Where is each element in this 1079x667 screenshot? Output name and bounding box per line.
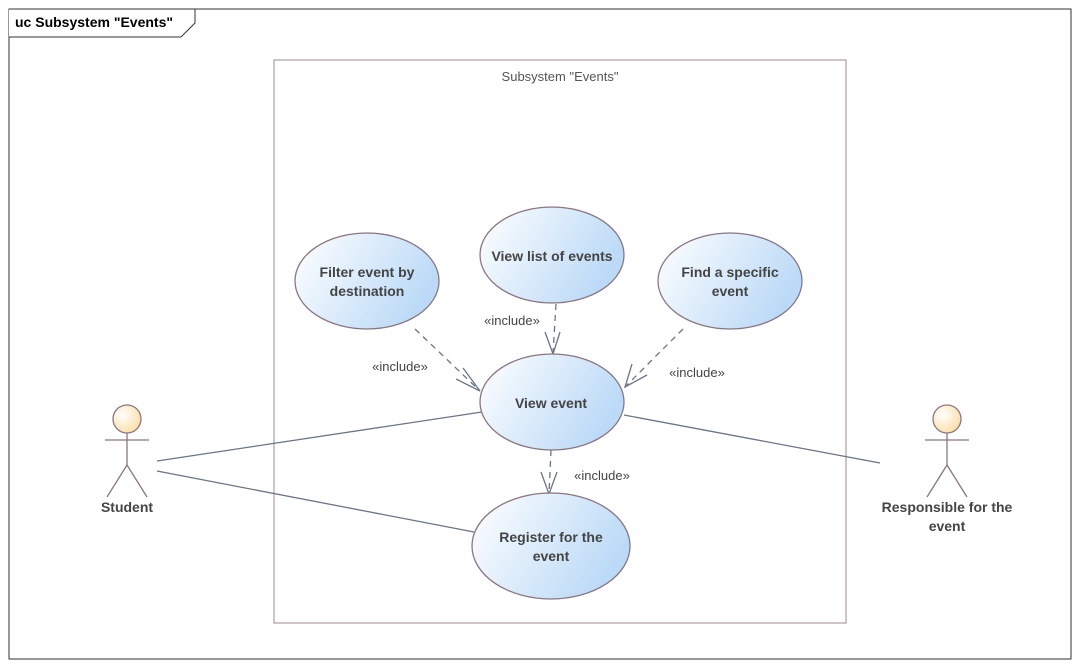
include-list-dependency[interactable]	[544, 303, 561, 357]
boundary-label: Subsystem "Events"	[502, 69, 619, 84]
usecase-view-list-label: View list of events	[491, 248, 612, 264]
usecase-register[interactable]: Register for the event	[471, 492, 631, 600]
system-boundary	[273, 59, 847, 624]
association-student-view-event[interactable]	[156, 411, 483, 462]
actor-responsible[interactable]	[925, 404, 969, 498]
association-responsible-view-event[interactable]	[623, 414, 881, 464]
include-register-label: «include»	[574, 468, 630, 483]
include-list-label: «include»	[484, 313, 540, 328]
diagram-frame	[8, 8, 1072, 660]
usecase-find-label-1: Find a specific	[681, 264, 778, 280]
actor-responsible-label-1: Responsible for the	[882, 499, 1013, 515]
frame-title-tab	[9, 8, 196, 38]
usecase-view-event-label: View event	[515, 395, 587, 411]
actor-responsible-label-2: event	[929, 518, 966, 534]
usecase-filter-label-2: destination	[330, 283, 405, 299]
usecase-register-label-2: event	[533, 548, 570, 564]
include-register-dependency[interactable]	[540, 449, 558, 496]
usecase-register-label-1: Register for the	[499, 529, 603, 545]
usecase-find-label-2: event	[712, 283, 749, 299]
usecase-view-list[interactable]: View list of events	[479, 206, 625, 304]
usecase-filter-event[interactable]: Filter event by destination	[294, 232, 440, 330]
include-filter-dependency[interactable]	[414, 328, 481, 392]
actor-student-label: Student	[101, 499, 153, 515]
actor-student[interactable]	[105, 404, 149, 498]
usecase-filter-label-1: Filter event by	[320, 264, 415, 280]
frame-title: uc Subsystem "Events"	[15, 14, 173, 30]
include-filter-label: «include»	[372, 359, 428, 374]
usecase-view-event[interactable]: View event	[479, 353, 625, 451]
include-find-label: «include»	[669, 365, 725, 380]
association-student-register[interactable]	[156, 470, 475, 533]
include-find-dependency[interactable]	[623, 328, 684, 389]
usecase-find-specific[interactable]: Find a specific event	[657, 232, 803, 330]
